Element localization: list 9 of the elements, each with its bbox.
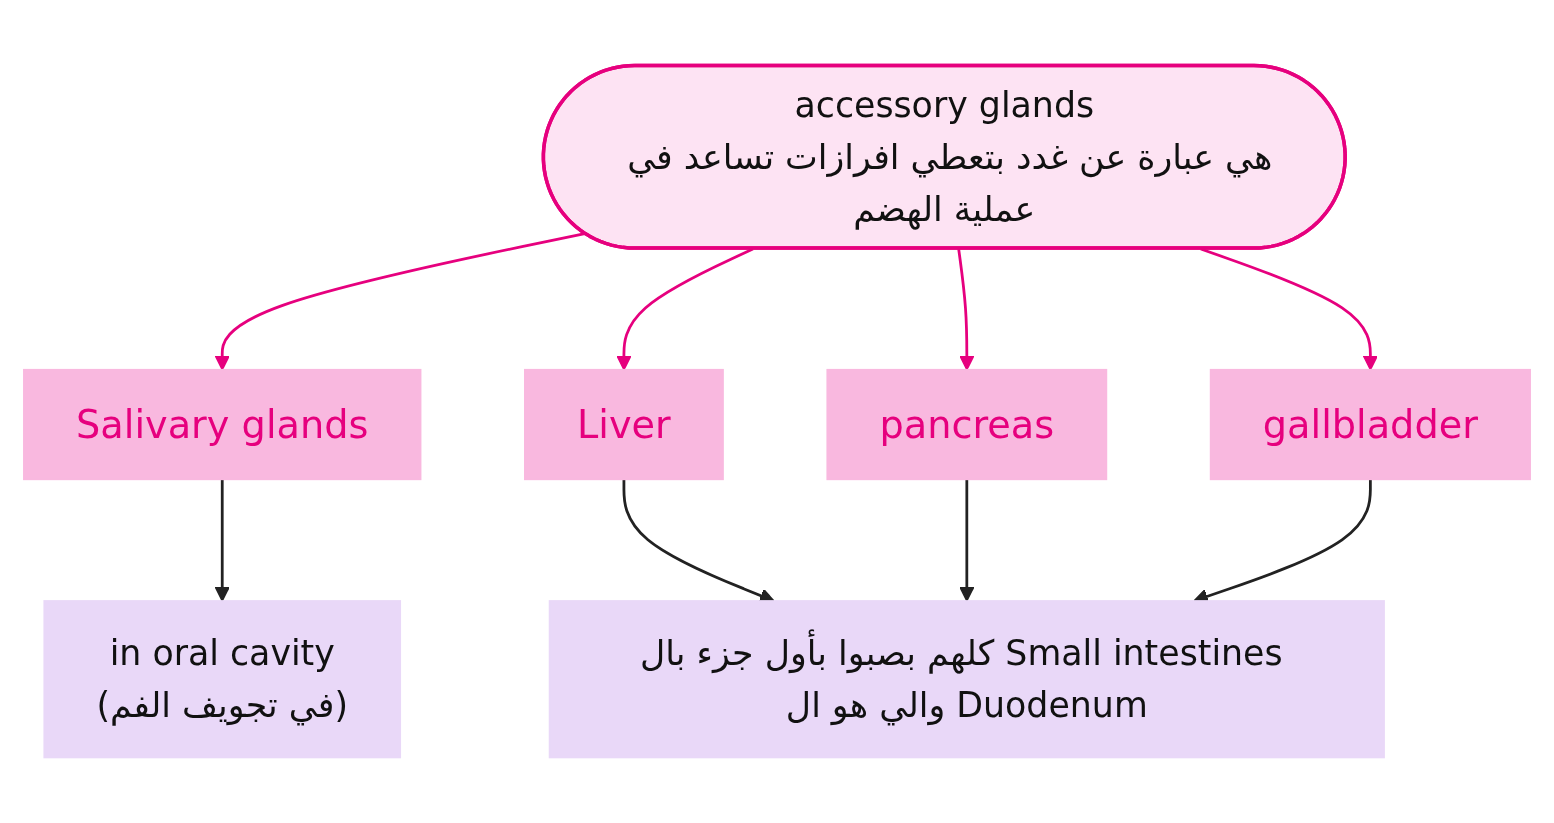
- node-box: Liver: [524, 368, 724, 481]
- arrow: [214, 479, 230, 602]
- node-box: Salivary glands: [23, 368, 422, 481]
- node-box: gallbladder: [1209, 368, 1531, 481]
- arrow: [957, 248, 975, 371]
- arrow: [959, 479, 975, 602]
- node-box: كلهم بصبوا بأول جزء بال Small intestines والي هو ال Duodenum: [548, 600, 1385, 759]
- arrow: [214, 232, 586, 371]
- node-box: pancreas: [826, 368, 1108, 481]
